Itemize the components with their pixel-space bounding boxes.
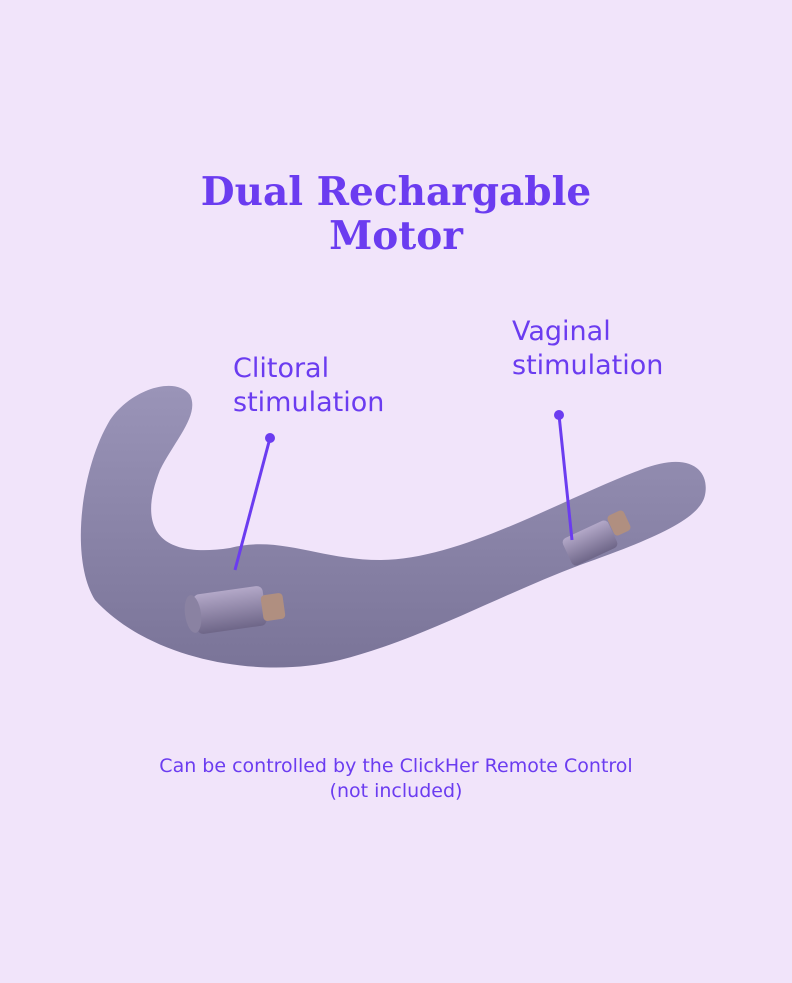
title-line-1: Dual Rechargable [200,169,592,215]
vaginal-callout-line-2: stimulation [512,350,664,381]
footer-note: Can be controlled by the ClickHer Remote… [0,754,792,804]
title-line-2: Motor [329,213,463,259]
clitoral-motor-icon [184,586,286,634]
clitoral-callout-line-1: Clitoral [233,353,330,384]
footer-line-1: Can be controlled by the ClickHer Remote… [159,755,633,777]
vaginal-motor-icon [562,510,631,566]
page-title: Dual Rechargable Motor [0,170,792,258]
vaginal-pointer-dot [554,410,564,420]
vaginal-pointer-line [557,414,574,541]
clitoral-pointer-dot [265,433,275,443]
clitoral-pointer-line [233,437,272,571]
clitoral-callout: Clitoral stimulation [233,352,384,420]
clitoral-callout-line-2: stimulation [233,387,385,418]
vaginal-callout-line-1: Vaginal [512,316,611,347]
footer-line-2: (not included) [329,780,463,802]
vaginal-callout: Vaginal stimulation [512,315,663,383]
